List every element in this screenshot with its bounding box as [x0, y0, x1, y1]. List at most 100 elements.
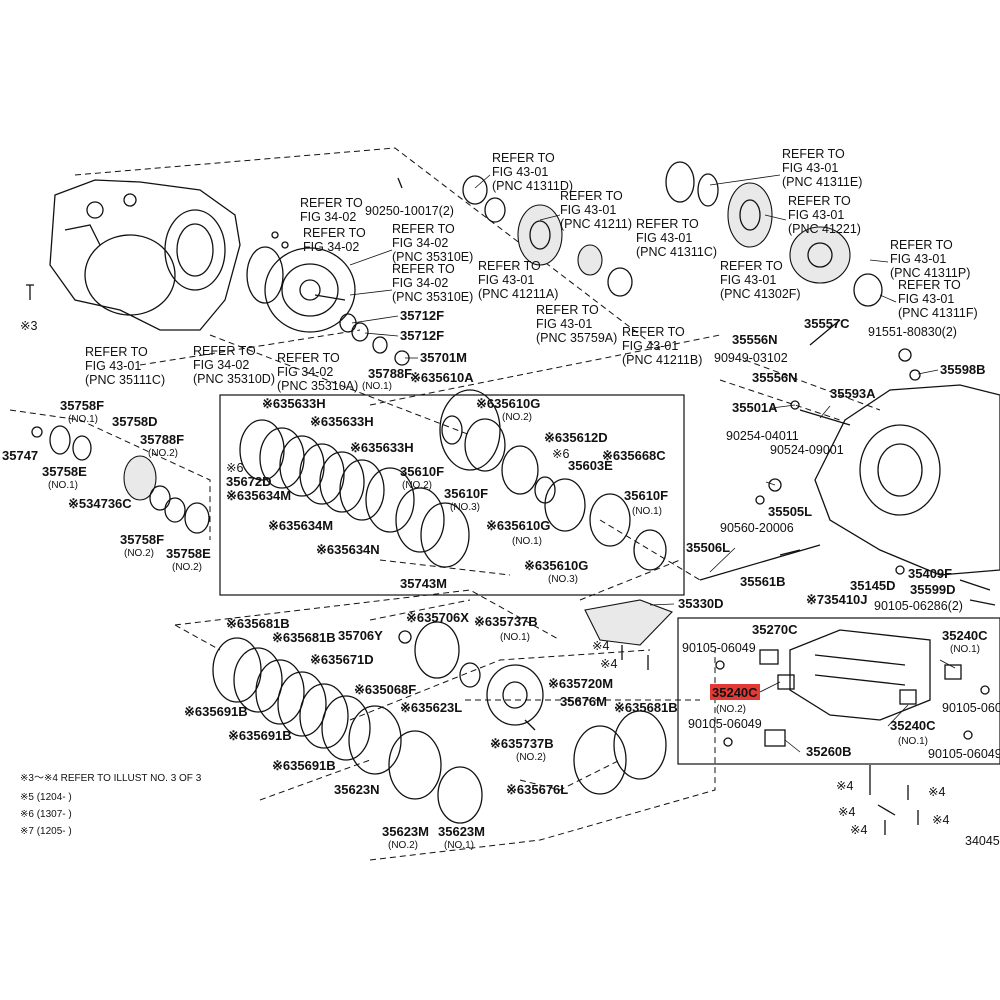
label-35240c-highlight[interactable]: 35240C: [712, 685, 758, 700]
label-35676l: ※635676L: [506, 782, 568, 797]
label-35720m: ※635720M: [548, 676, 613, 691]
highlight-35240c: [710, 684, 760, 700]
label-35598b: 35598B: [940, 362, 986, 377]
label-35691b-1: ※635691B: [184, 704, 248, 719]
label-90250: 90250-10017(2): [365, 204, 454, 218]
bolts: [621, 645, 919, 835]
leader-lines: [349, 174, 956, 753]
misc-hardware: [699, 319, 996, 606]
label-mark4-c: ※4: [836, 779, 853, 793]
label-35599d: 35599D: [910, 582, 956, 597]
label-35610g-1-no: (NO.2): [502, 412, 532, 423]
label-35737b-1-no: (NO.1): [500, 632, 530, 643]
refer-41311c: REFER TO FIG 43-01 (PNC 41311C): [636, 217, 717, 259]
label-35758e-1: 35758E: [42, 464, 87, 479]
refer-35310e-2: REFER TO FIG 34-02 (PNC 35310E): [392, 262, 473, 304]
label-35681b-3: ※635681B: [614, 700, 678, 715]
label-35758f-2: 35758F: [120, 532, 164, 547]
label-35330d: 35330D: [678, 596, 724, 611]
transaxle-case: [26, 179, 241, 331]
label-35758e-1-no: (NO.1): [48, 480, 78, 491]
clutch-group-frame: [219, 394, 685, 596]
differential-assembly: [665, 161, 883, 307]
refer-41221: REFER TO FIG 43-01 (PNC 41221): [788, 194, 861, 236]
label-35788f-2: 35788F: [140, 432, 184, 447]
label-35633h-2: ※635633H: [310, 414, 374, 429]
label-35676m: 35676M: [560, 694, 607, 709]
label-35671d: ※635671D: [310, 652, 374, 667]
label-35603e: 35603E: [568, 458, 613, 473]
label-90949: 90949-03102: [714, 351, 788, 365]
counter-drive-gears: [517, 204, 633, 297]
label-35270c: 35270C: [752, 622, 798, 637]
label-35623m-2-no: (NO.1): [444, 840, 474, 851]
label-35501a: 35501A: [732, 400, 778, 415]
label-35603e-mark: ※6: [552, 447, 569, 461]
refer-41311d: REFER TO FIG 43-01 (PNC 41311D): [492, 151, 573, 193]
label-35623m-2: 35623M: [438, 824, 485, 839]
label-35561b: 35561B: [740, 574, 786, 589]
label-35240c-2: 35240C: [890, 718, 936, 733]
refer-35310a: REFER TO FIG 34-02 (PNC 35310A): [277, 351, 358, 393]
label-35610g-3-no: (NO.3): [548, 574, 578, 585]
label-35409f: 35409F: [908, 566, 952, 581]
label-35758f-1: 35758F: [60, 398, 104, 413]
label-35672d: 35672D: [226, 474, 272, 489]
label-mark4-g: ※4: [850, 823, 867, 837]
label-35634m-2: ※635634M: [268, 518, 333, 533]
label-35758f-1-no: (NO.1): [68, 414, 98, 425]
label-mark4-e: ※4: [838, 805, 855, 819]
label-90105-06049-2: 90105-06049: [688, 717, 762, 731]
label-35505l: 35505L: [768, 504, 812, 519]
label-90560: 90560-20006: [720, 521, 794, 535]
valve-body-frame: [677, 617, 1000, 765]
small-seal-rings: [271, 175, 506, 366]
label-35593a: 35593A: [830, 386, 876, 401]
label-35691b-3: ※635691B: [272, 758, 336, 773]
label-35712f-2: 35712F: [400, 328, 444, 343]
label-35145d: 35145D: [850, 578, 896, 593]
label-35623m-1-no: (NO.2): [388, 840, 418, 851]
refer-35759a: REFER TO FIG 43-01 (PNC 35759A): [536, 303, 617, 345]
label-35623l: ※635623L: [400, 700, 462, 715]
label-35410j: ※735410J: [806, 592, 868, 607]
label-90254: 90254-04011: [726, 429, 799, 443]
planetary-gear-group: [398, 621, 667, 795]
label-35668c: ※635668C: [602, 448, 666, 463]
label-35633h-3: ※635633H: [350, 440, 414, 455]
label-35788f-1-no: (NO.1): [362, 381, 392, 392]
label-mark4-d: ※4: [928, 785, 945, 799]
label-90524: 90524-09001: [770, 443, 844, 457]
label-35758e-2-no: (NO.2): [172, 562, 202, 573]
oil-strainer: [584, 599, 673, 646]
label-mark4-b: ※4: [600, 657, 617, 671]
refer-41311e: REFER TO FIG 43-01 (PNC 41311E): [782, 147, 862, 189]
label-34736c: ※534736C: [68, 496, 132, 511]
label-35240c-2-no: (NO.1): [898, 736, 928, 747]
label-35758d: 35758D: [112, 414, 158, 429]
label-35681b-2: ※635681B: [272, 630, 336, 645]
label-35506l: 35506L: [686, 540, 730, 555]
refer-41302f: REFER TO FIG 43-01 (PNC 41302F): [720, 259, 801, 301]
label-35557c: 35557C: [804, 316, 850, 331]
refer-35111c: REFER TO FIG 43-01 (PNC 35111C): [85, 345, 165, 387]
label-35612d: ※635612D: [544, 430, 608, 445]
label-35672d-mark: ※6: [226, 461, 243, 475]
label-35634m-1: ※635634M: [226, 488, 291, 503]
refer-41311p: REFER TO FIG 43-01 (PNC 41311P): [890, 238, 970, 280]
part-labels: REFER TO FIG 43-01 (PNC 41311D) REFER TO…: [2, 147, 1000, 851]
label-mark4-f: ※4: [932, 813, 949, 827]
label-35681b-1: ※635681B: [226, 616, 290, 631]
label-35610a: ※635610A: [410, 370, 474, 385]
label-35633h-1: ※635633H: [262, 396, 326, 411]
label-35691b-2: ※635691B: [228, 728, 292, 743]
label-35610g-1: ※635610G: [476, 396, 540, 411]
label-35737b-2: ※635737B: [490, 736, 554, 751]
footnote-mark7: ※7 (1205- ): [20, 826, 72, 837]
label-35623n: 35623N: [334, 782, 380, 797]
left-bearing-group: [31, 425, 210, 534]
label-35706y: 35706Y: [338, 628, 383, 643]
clutch-drum-group: [439, 389, 667, 571]
label-35701m: 35701M: [420, 350, 467, 365]
